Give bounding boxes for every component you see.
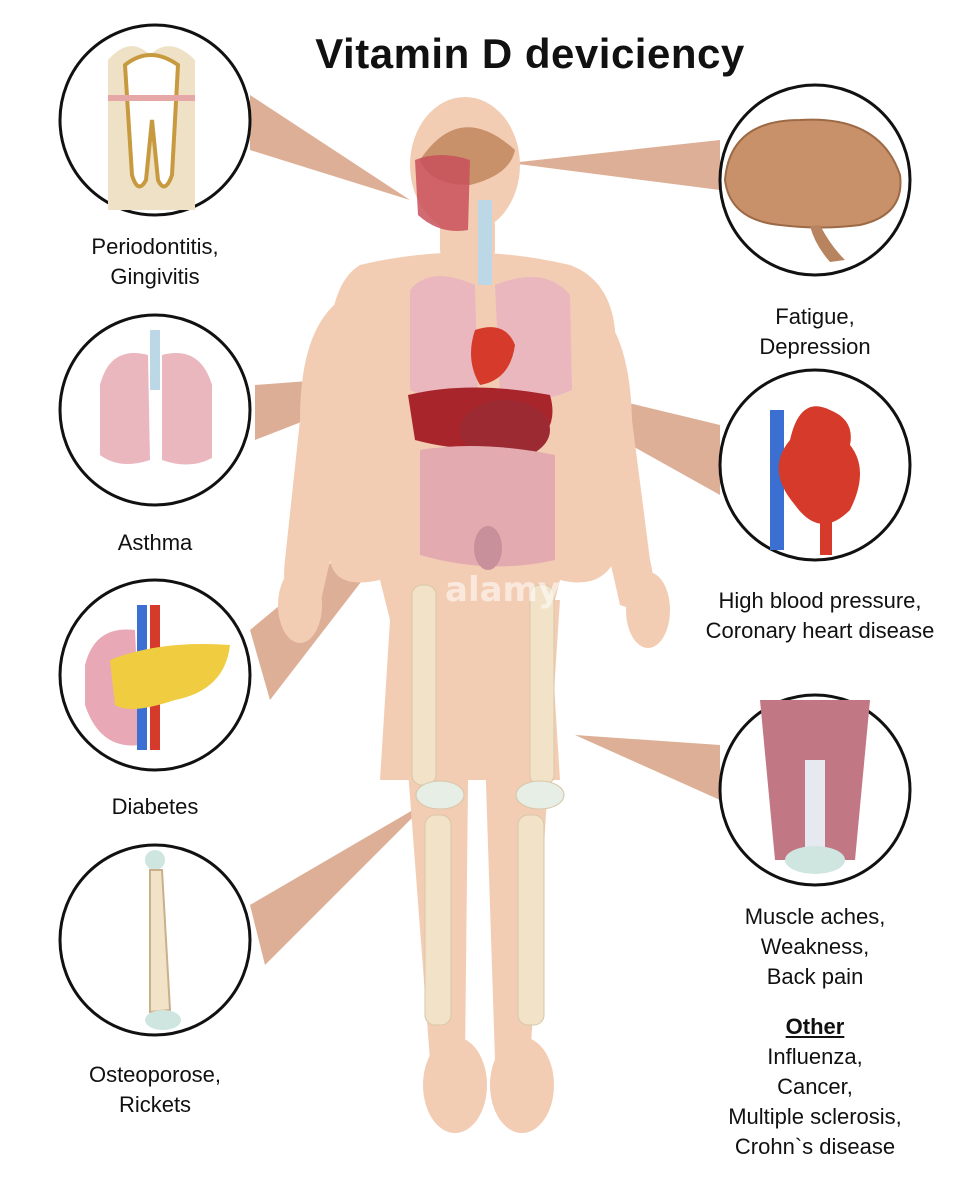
lungs-icon — [100, 330, 212, 465]
muscle-icon — [760, 700, 870, 874]
body-silhouette — [278, 97, 670, 1133]
leg-bones — [411, 584, 565, 1026]
brain-icon — [723, 118, 902, 262]
other-item: Influenza, — [767, 1044, 863, 1069]
label-lungs: Asthma — [117, 530, 193, 555]
bone-icon — [145, 850, 181, 1030]
pancreas-icon — [85, 605, 230, 750]
label-teeth: Periodontitis,Gingivitis — [91, 234, 219, 289]
watermark: alamy — [445, 570, 561, 610]
other-item: Crohn`s disease — [734, 1134, 896, 1159]
label-bone: Osteoporose,Rickets — [88, 1062, 222, 1117]
label-heart: High blood pressure,Coronary heart disea… — [705, 588, 935, 643]
other-item: Cancer, — [777, 1074, 853, 1099]
label-muscle: Muscle aches,Weakness,Back pain — [744, 904, 886, 989]
heart-icon — [770, 406, 860, 555]
label-pancreas: Diabetes — [111, 794, 199, 819]
pointer-muscle — [575, 735, 720, 800]
other-item: Multiple sclerosis, — [728, 1104, 902, 1129]
pointer-bone — [250, 800, 430, 965]
label-brain: Fatigue,Depression — [759, 304, 871, 359]
pointer-teeth — [250, 95, 410, 200]
internal-organs — [408, 127, 572, 570]
other-list: Other Influenza, Cancer, Multiple sclero… — [700, 1012, 930, 1162]
pointer-brain — [510, 140, 720, 190]
page-title: Vitamin D deviciency — [315, 30, 745, 77]
other-heading: Other — [785, 1014, 845, 1039]
tooth-icon — [108, 46, 195, 210]
